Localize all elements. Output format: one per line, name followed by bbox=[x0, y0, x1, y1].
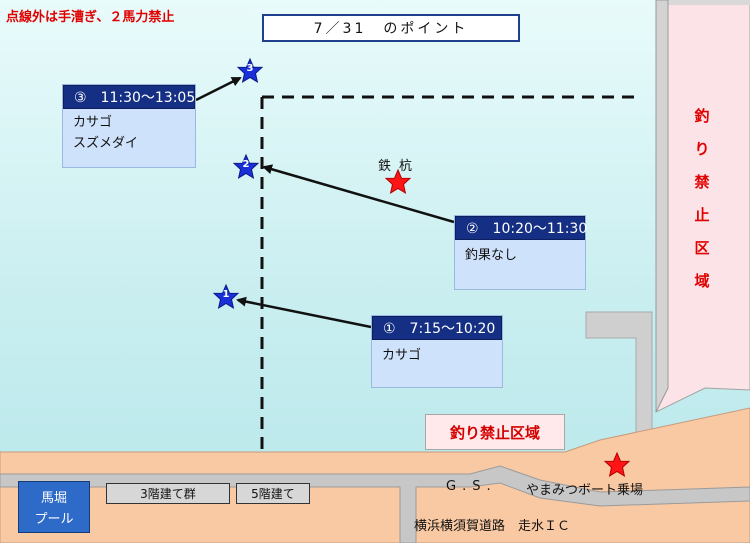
building-3-story-group: 3階建て群 bbox=[106, 483, 230, 504]
point-1-number: 1 bbox=[222, 289, 230, 300]
arrow-point-2 bbox=[262, 164, 455, 224]
point-3-number: 3 bbox=[246, 63, 254, 74]
no-fishing-char: 釣 bbox=[694, 107, 710, 125]
point-1-catch-1: カサゴ bbox=[382, 348, 422, 363]
no-fishing-zone-label-vertical: 釣り禁止区域 bbox=[678, 100, 726, 298]
gas-station-label: G.S. bbox=[446, 479, 497, 494]
point-2-number: 2 bbox=[242, 159, 250, 170]
jetty bbox=[585, 311, 653, 433]
road-name-label: 横浜横須賀道路 走水ＩＣ bbox=[414, 519, 571, 534]
point-2-time: ② 10:20～11:30 bbox=[455, 216, 587, 240]
seawall bbox=[655, 0, 669, 413]
point-1-time: ① 7:15～10:20 bbox=[372, 316, 502, 340]
no-fishing-char: 域 bbox=[694, 272, 710, 290]
arrow-point-1 bbox=[236, 296, 372, 329]
iron-pile-label: 鉄杭 bbox=[378, 159, 421, 174]
point-3-card: ③ 11:30～13:05 カサゴ スズメダイ bbox=[62, 84, 196, 168]
no-fishing-char: 止 bbox=[694, 206, 710, 224]
no-fishing-zone-strip bbox=[656, 0, 750, 5]
no-fishing-char: り bbox=[694, 140, 710, 158]
no-fishing-zone-banner: 釣り禁止区域 bbox=[425, 414, 565, 450]
point-3-catch-1: カサゴ bbox=[73, 115, 113, 130]
point-1-star-icon bbox=[212, 283, 240, 310]
point-1-card: ① 7:15～10:20 カサゴ bbox=[371, 315, 503, 388]
boat-dock-star-icon bbox=[603, 451, 631, 478]
point-3-catch-2: スズメダイ bbox=[73, 136, 139, 151]
point-2-star-icon bbox=[232, 153, 260, 180]
mabori-pool: 馬堀 プール bbox=[18, 481, 90, 533]
building-5-story: 5階建て bbox=[236, 483, 310, 504]
iron-pile-star-icon bbox=[384, 168, 412, 195]
no-fishing-char: 禁 bbox=[694, 173, 710, 191]
point-2-catch-1: 釣果なし bbox=[465, 248, 518, 263]
map-title: 7／31 のポイント bbox=[262, 14, 520, 42]
no-fishing-char: 区 bbox=[694, 239, 710, 257]
point-3-time: ③ 11:30～13:05 bbox=[63, 85, 195, 109]
rule-notice: 点線外は手漕ぎ、２馬力禁止 bbox=[6, 10, 175, 25]
arrow-point-3 bbox=[195, 76, 242, 102]
point-2-card: ② 10:20～11:30 釣果なし bbox=[454, 215, 587, 290]
boat-dock-label: やまみつボート乗場 bbox=[526, 483, 644, 498]
point-3-star-icon bbox=[236, 57, 264, 84]
